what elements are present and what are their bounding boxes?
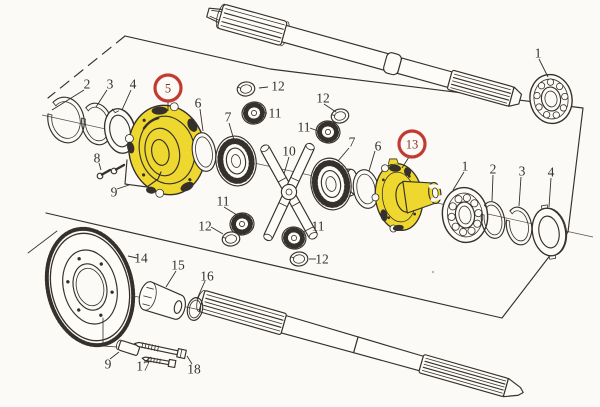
part-callout-14: 14 (134, 251, 148, 266)
bolt-group-lower (102, 317, 187, 369)
snap-ring-3-right (505, 206, 533, 246)
locknut-4-right (531, 204, 568, 260)
part-callout-13: 13 (406, 137, 419, 151)
part-callout-12: 12 (271, 79, 285, 94)
part-callout-4: 4 (130, 77, 137, 92)
part-callout-9: 9 (111, 185, 118, 200)
part-callout-16: 16 (200, 269, 214, 284)
side-gear-7-right (310, 157, 360, 211)
pinion-washer-12-lower-right (289, 250, 309, 268)
diff-case-13 (371, 158, 444, 233)
part-callout-18: 18 (187, 362, 201, 377)
thrust-washer-6-left (191, 132, 217, 172)
highlight-circle-13 (397, 129, 427, 159)
part-callout-2: 2 (84, 77, 91, 92)
part-callout-10: 10 (282, 144, 296, 159)
lock-cylinder-9 (116, 339, 141, 356)
bearing-1-upper (529, 73, 573, 125)
part-callout-6: 6 (375, 139, 382, 154)
part-callout-3: 3 (519, 164, 526, 179)
panel-outline (27, 35, 584, 319)
paper-speck (432, 271, 434, 273)
bolt-18 (133, 341, 187, 360)
side-gear-7-left (215, 135, 257, 187)
part-callout-1: 1 (535, 46, 542, 61)
part-callout-1: 1 (462, 159, 469, 174)
part-callout-15: 15 (171, 258, 185, 273)
part-callout-2: 2 (490, 162, 497, 177)
ring-gear-14 (44, 226, 136, 348)
part-callout-4: 4 (548, 165, 555, 180)
part-callout-11: 11 (269, 106, 282, 121)
part-callout-9: 9 (105, 357, 112, 372)
leader-lines (51, 58, 552, 365)
part-callout-3: 3 (107, 77, 114, 92)
diff-case-5 (125, 102, 209, 198)
part-callout-12: 12 (198, 219, 212, 234)
part-callout-17: 17 (136, 359, 150, 374)
snap-ring-2-right (480, 201, 506, 239)
part-callout-11: 11 (217, 194, 230, 209)
part-callout-11: 11 (312, 219, 325, 234)
part-callout-8: 8 (94, 151, 101, 166)
part-callout-12: 12 (315, 252, 329, 267)
bearing-balls (533, 78, 569, 119)
lock-bolts-8-9 (96, 159, 162, 188)
part-callout-7: 7 (225, 110, 232, 125)
part-callout-5: 5 (165, 81, 171, 95)
part-callout-12: 12 (316, 91, 330, 106)
part-callout-6: 6 (195, 96, 202, 111)
bearing-balls (447, 193, 483, 237)
bearing-1-right (441, 186, 489, 244)
upper-axle-shaft (206, 3, 523, 107)
pinion-washer-12-top (235, 80, 257, 98)
spider-cross-10 (260, 142, 318, 242)
part-callout-11: 11 (298, 120, 311, 135)
lower-axle-shaft (196, 290, 524, 398)
part-callout-7: 7 (349, 135, 356, 150)
snap-ring-2-left (47, 96, 85, 144)
highlight-circle-5 (153, 73, 183, 103)
coupling-15 (138, 281, 186, 320)
